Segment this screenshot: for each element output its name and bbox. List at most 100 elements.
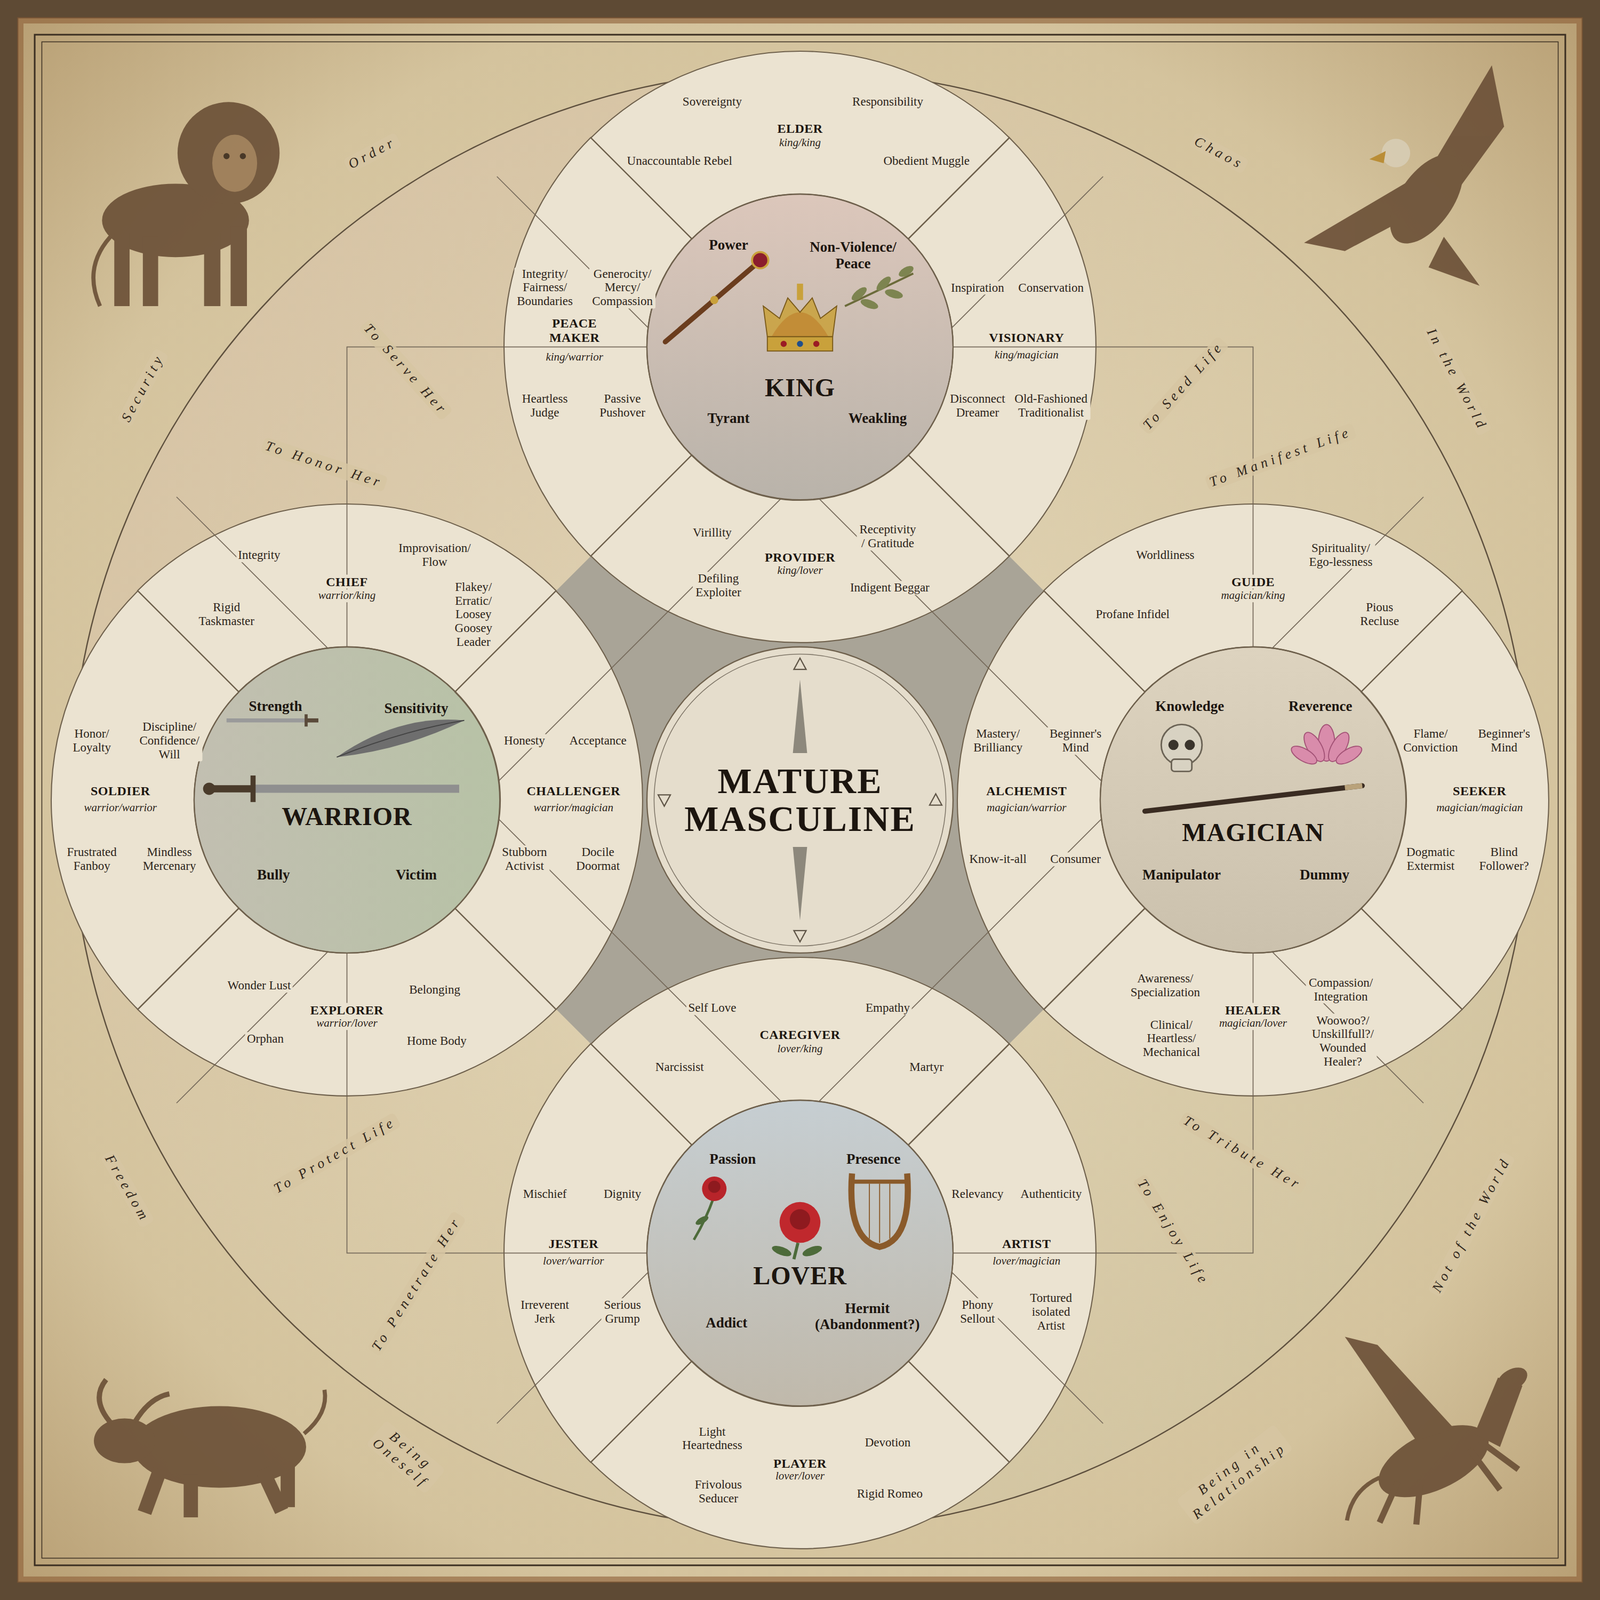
lion-figure-part <box>114 232 130 307</box>
virtue-label: Non-Violence/ Peace <box>808 238 898 271</box>
segment-subtitle: lover/warrior <box>541 1254 606 1268</box>
segment-title: EXPLORER <box>308 1003 386 1018</box>
trait-label: Rigid Romeo <box>855 1486 925 1501</box>
subtype-segment: CHALLENGERwarrior/magicianHonestyAccepta… <box>454 590 643 1010</box>
skull-icon-part <box>1171 758 1192 772</box>
crown-icon-part <box>767 336 833 351</box>
segment-title: CHIEF <box>324 574 370 589</box>
bull-figure-part <box>304 1389 325 1434</box>
trait-label: Improvisation/ Flow <box>395 541 474 570</box>
curved-label: Freedom <box>100 1149 156 1229</box>
trait-label: Serious Grump <box>601 1298 644 1327</box>
bull-figure-part <box>134 1394 170 1423</box>
node-outline <box>504 1043 692 1463</box>
curved-label: To Penetrate Her <box>366 1210 466 1357</box>
lion-figure-part <box>230 226 247 307</box>
lion-figure <box>93 101 280 307</box>
trait-label: Narcissist <box>653 1060 706 1075</box>
trait-label: Unaccountable Rebel <box>625 154 734 168</box>
compass-rose-part <box>793 846 808 921</box>
frame-line <box>34 34 1566 1566</box>
segment-subtitle: magician/magician <box>1434 802 1525 815</box>
segment-outline <box>908 137 1096 557</box>
segment-subtitle: king/lover <box>775 564 824 578</box>
segment-subtitle: lover/king <box>775 1042 824 1056</box>
subtype-segment: HEALERmagician/loverAwareness/ Specializ… <box>1043 908 1463 1096</box>
segment-title: JESTER <box>546 1236 600 1252</box>
trait-label: Passive Pushover <box>596 392 648 421</box>
center-ring <box>653 653 946 946</box>
trait-label: Clinical/ Heartless/ Mechanical <box>1139 1018 1203 1060</box>
crown-icon-part <box>763 298 837 338</box>
subtype-segment: CHIEFwarrior/king Integrity Improvisation/… <box>137 504 557 692</box>
lyre-icon-part <box>889 1183 891 1239</box>
shadow-label: Addict <box>705 1314 748 1331</box>
subtype-segment: CAREGIVERlover/kingSelf LoveEmpathyNarci… <box>590 957 1010 1146</box>
archetype-circle: WARRIORStrengthSensitivityBullyVictim <box>194 646 501 954</box>
subtype-segment: JESTERlover/warriorMischiefDignityIrreve… <box>504 1043 692 1463</box>
curved-label: Chaos <box>1188 131 1250 175</box>
shadow-label: Hermit (Abandonment?) <box>813 1300 922 1333</box>
trait-label: Orphan <box>245 1032 286 1046</box>
trait-label: Discipline/ Confidence/ Will <box>136 720 203 762</box>
segment-outline <box>137 908 557 1096</box>
subtype-segment: SEEKERmagician/magicianFlame/ Conviction… <box>1361 590 1549 1010</box>
trait-label: Beginner's Mind <box>1046 726 1105 755</box>
trait-label: Worldliness <box>1134 548 1196 563</box>
trait-label: Blind Follower? <box>1476 845 1532 874</box>
pegasus-figure-part <box>1345 1336 1455 1441</box>
trait-label: Flame/ Conviction <box>1400 726 1461 755</box>
curved-label: Not of the World <box>1427 1150 1516 1298</box>
curved-label: To Seed Life <box>1137 336 1230 436</box>
archetype-circle: KINGPowerNon-Violence/ PeaceTyrantWeakli… <box>646 194 954 501</box>
curved-label: To Honor Her <box>260 436 389 492</box>
trait-label: Integrity <box>236 548 282 563</box>
olive-branch-icon-part <box>844 273 914 307</box>
trait-label: Defiling Exploiter <box>692 571 744 600</box>
node-outline <box>454 590 643 1010</box>
virtue-label: Reverence <box>1288 698 1352 715</box>
guide-lines <box>176 176 1424 1424</box>
archetype-name: MAGICIAN <box>1181 818 1325 847</box>
olive-branch-icon-part <box>859 297 880 311</box>
trait-label: Indigent Beggar <box>848 580 932 595</box>
trait-label: Frivolous Seducer <box>691 1477 745 1506</box>
node-outline <box>957 590 1146 1010</box>
segment-subtitle: lover/magician <box>990 1254 1062 1268</box>
ring-bands-part <box>957 504 1550 1096</box>
trait-label: Mastery/ Brilliancy <box>970 726 1026 755</box>
segment-subtitle: king/magician <box>993 348 1061 362</box>
archetype-circle: MAGICIANKnowledgeReverenceManipulatorDum… <box>1100 646 1407 954</box>
trait-label: Spirituality/ Ego-lessness <box>1306 541 1376 570</box>
trait-label: Integrity/ Fairness/ Boundaries <box>514 267 576 309</box>
subtype-segment: SOLDIERwarrior/warriorHonor/ LoyaltyDisc… <box>51 590 239 1010</box>
segment-title: PEACE MAKER <box>546 316 603 346</box>
lion-figure-part <box>93 232 115 307</box>
frame-line <box>41 41 1558 1558</box>
segment-subtitle: king/warrior <box>544 350 605 364</box>
trait-label: Virillity <box>691 525 734 540</box>
virtue-label: Passion <box>709 1150 756 1167</box>
lotus-icon-part <box>1288 742 1320 768</box>
lion-figure-part <box>177 101 280 204</box>
subtype-segment: ARTISTlover/magicianRelevancyAuthenticit… <box>908 1043 1096 1463</box>
segment-outline <box>1361 590 1549 1010</box>
segment-title: GUIDE <box>1229 574 1277 589</box>
virtue-label: Sensitivity <box>384 700 449 717</box>
ring-bands <box>51 51 1550 1550</box>
shadow-label: Manipulator <box>1142 866 1221 883</box>
segment-subtitle: warrior/king <box>316 589 378 603</box>
virtue-label: Presence <box>846 1150 901 1167</box>
bull-figure-part <box>280 1464 295 1508</box>
subtype-segment: PROVIDERking/loverVirillityReceptivity /… <box>590 454 1010 643</box>
segment-subtitle: lover/lover <box>773 1470 827 1484</box>
skull-icon-part <box>1168 739 1179 750</box>
trait-label: Empathy <box>864 1001 912 1015</box>
crown-icon-part <box>796 283 803 301</box>
curved-label: In the World <box>1421 322 1493 437</box>
rose-icon-part <box>693 1195 715 1240</box>
outer-frame <box>9 9 1591 1591</box>
trait-label: Sovereignty <box>681 94 744 109</box>
circle-outline <box>1100 646 1407 954</box>
